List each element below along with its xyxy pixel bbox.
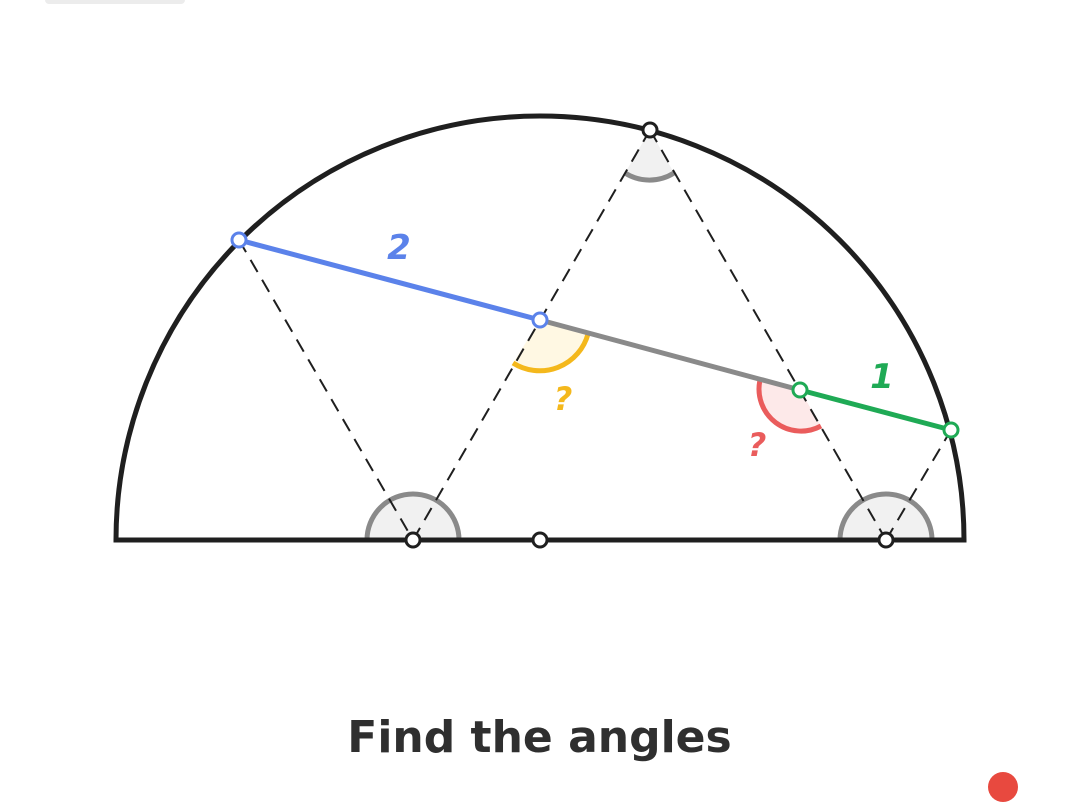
angle-marker-top	[625, 130, 674, 181]
point-base-left	[404, 531, 422, 549]
green-length-label: 1	[870, 357, 894, 397]
unknown-angle-markers	[511, 320, 823, 434]
given-angle-markers	[364, 130, 935, 541]
angle-arc-top	[623, 170, 676, 183]
point-gray-green-junction	[791, 381, 809, 399]
gray-segment	[537, 317, 803, 393]
point-blue-gray-junction	[531, 311, 549, 329]
yellow-angle-arc	[511, 333, 591, 374]
dashed-line-blue-end-to-base	[238, 239, 414, 541]
angle-marker-right-pair	[840, 494, 932, 540]
points	[230, 121, 960, 549]
angle-arc-right-pair	[837, 491, 935, 541]
dashed-line-top-to-base	[649, 129, 887, 541]
dashed-line-base-to-top	[412, 129, 651, 541]
green-segment	[797, 387, 954, 433]
point-base-right	[877, 531, 895, 549]
corner-badge	[988, 772, 1018, 802]
blue-segment	[236, 237, 543, 323]
point-center	[531, 531, 549, 549]
yellow-unknown-label: ?	[554, 380, 573, 418]
point-green-end	[942, 421, 960, 439]
point-top	[641, 121, 659, 139]
red-angle-arc	[756, 379, 823, 434]
dashed-lines	[238, 129, 952, 541]
geometry-diagram: 2 1 ? ?	[113, 113, 967, 549]
red-angle-fill	[759, 380, 821, 432]
top-edge-tab	[45, 0, 185, 4]
blue-length-label: 2	[387, 228, 411, 268]
point-blue-end	[230, 231, 248, 249]
red-unknown-label: ?	[748, 426, 767, 464]
angle-marker-left-pair	[367, 494, 459, 540]
angle-arc-left-pair	[364, 491, 462, 541]
semicircle-outline	[113, 113, 967, 543]
caption-title: Find the angles	[347, 712, 732, 763]
